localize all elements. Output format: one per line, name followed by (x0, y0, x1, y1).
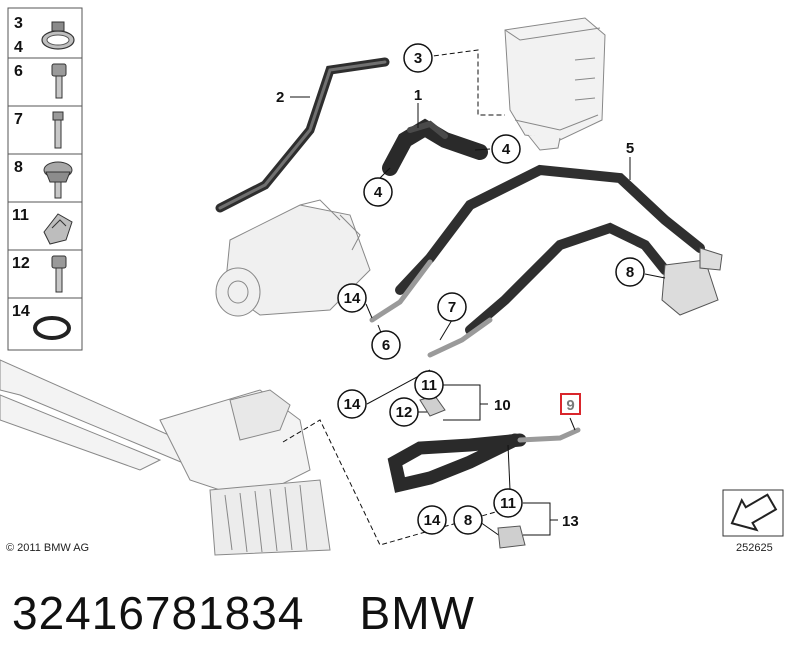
callout-13: 13 (562, 513, 579, 530)
mounting-bracket (661, 247, 723, 316)
callout-14-middle: 14 (337, 389, 367, 419)
callout-12: 12 (389, 397, 419, 427)
clip-icon (43, 213, 73, 245)
callout-10: 10 (494, 397, 511, 414)
clip-parts (419, 395, 526, 549)
svg-text:2: 2 (276, 89, 284, 106)
callout-11-middle: 11 (414, 370, 444, 400)
legend-number-14: 14 (12, 303, 30, 320)
callout-2: 2 (276, 89, 284, 106)
callout-4-upper: 4 (491, 134, 521, 164)
legend-number-6: 6 (14, 63, 23, 80)
highlight-box (560, 393, 581, 415)
hoses (215, 57, 705, 493)
svg-text:13: 13 (562, 513, 579, 530)
part-number: 32416781834 (12, 587, 305, 639)
callout-3: 3 (403, 43, 433, 73)
callouts: 3 2 1 4 4 5 8 14 7 (276, 43, 645, 535)
svg-text:4: 4 (502, 141, 511, 158)
fluid-reservoir (504, 17, 606, 151)
svg-text:14: 14 (344, 396, 361, 413)
svg-text:4: 4 (374, 184, 383, 201)
svg-text:3: 3 (414, 50, 422, 67)
svg-text:8: 8 (626, 264, 634, 281)
callout-4-lower: 4 (363, 177, 393, 207)
svg-text:10: 10 (494, 397, 511, 414)
caption: 32416781834 BMW (12, 586, 475, 640)
callout-8-upper: 8 (615, 257, 645, 287)
hose-clamp-icon (41, 21, 75, 50)
legend-number-8: 8 (14, 159, 23, 176)
power-steering-pump (215, 199, 371, 317)
callout-8-lower: 8 (453, 505, 483, 535)
torx-screw-icon (43, 161, 73, 199)
copyright-text: © 2011 BMW AG (6, 542, 90, 554)
callout-5: 5 (626, 140, 634, 157)
callout-1: 1 (414, 87, 422, 104)
legend-number-12: 12 (12, 255, 30, 272)
legend-column: 3 4 6 7 8 11 (7, 7, 83, 351)
svg-text:8: 8 (464, 512, 472, 529)
callout-11-lower: 11 (493, 488, 523, 518)
steering-rack (0, 359, 331, 556)
legend-number-3: 3 (14, 15, 23, 32)
callout-6: 6 (371, 330, 401, 360)
callout-7: 7 (437, 292, 467, 322)
socket-screw-icon (51, 255, 67, 293)
callout-14-upper: 14 (337, 283, 367, 313)
svg-text:1: 1 (414, 87, 422, 104)
svg-text:11: 11 (421, 377, 437, 394)
svg-text:7: 7 (448, 299, 456, 316)
o-ring-icon (33, 316, 71, 340)
hex-socket-bolt-icon (51, 63, 67, 99)
svg-text:9: 9 (566, 397, 574, 414)
svg-text:12: 12 (396, 404, 413, 421)
diagram-reference-number: 252625 (736, 542, 773, 554)
svg-text:11: 11 (500, 495, 516, 512)
parts-diagram: 3 4 6 7 8 11 (0, 7, 784, 556)
svg-text:5: 5 (626, 140, 634, 157)
brand-name: BMW (359, 587, 475, 639)
callout-14-lower: 14 (417, 505, 447, 535)
svg-text:14: 14 (344, 290, 361, 307)
svg-text:14: 14 (424, 512, 441, 529)
view-direction-arrow-icon (722, 489, 784, 537)
legend-number-7: 7 (14, 111, 23, 128)
callout-9-highlighted: 9 (560, 393, 581, 415)
svg-text:6: 6 (382, 337, 390, 354)
bolt-icon (52, 111, 64, 149)
legend-number-11: 11 (12, 207, 29, 224)
legend-number-4: 4 (14, 39, 23, 56)
